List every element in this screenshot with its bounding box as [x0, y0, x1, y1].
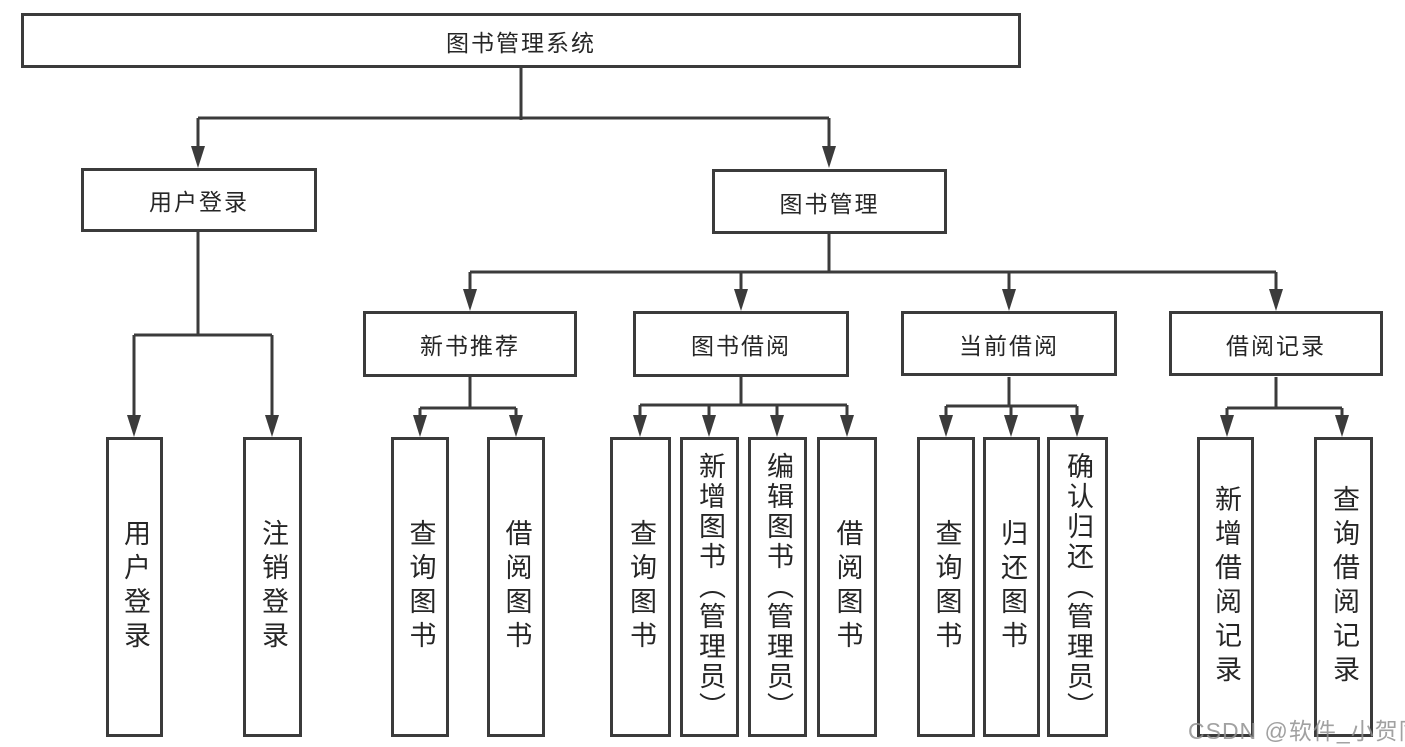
leaf-records-add-record: 新增借阅记录: [1197, 437, 1254, 737]
node-root: 图书管理系统: [21, 13, 1021, 68]
leaf-current-confirm-return-admin: 确认归还（管理员）: [1047, 437, 1108, 737]
leaf-newbook-borrow-books: 借阅图书: [487, 437, 545, 737]
leaf-current-query-books: 查询图书: [917, 437, 975, 737]
leaf-logout: 注销登录: [243, 437, 302, 737]
leaf-user-login: 用户登录: [106, 437, 163, 737]
leaf-newbook-query-books: 查询图书: [391, 437, 449, 737]
node-borrow-records: 借阅记录: [1169, 311, 1383, 376]
leaf-borrow-borrow-books: 借阅图书: [817, 437, 877, 737]
node-user-login: 用户登录: [81, 168, 317, 232]
leaf-borrow-add-books-admin: 新增图书（管理员）: [680, 437, 739, 737]
leaf-records-query-record: 查询借阅记录: [1314, 437, 1373, 737]
node-book-management: 图书管理: [712, 169, 947, 234]
node-new-book-recommend: 新书推荐: [363, 311, 577, 377]
leaf-current-return-books: 归还图书: [983, 437, 1040, 737]
leaf-borrow-query-books: 查询图书: [610, 437, 671, 737]
leaf-borrow-edit-books-admin: 编辑图书（管理员）: [748, 437, 807, 737]
watermark: CSDN @软件_小贺同学: [1188, 718, 1405, 744]
node-book-borrow: 图书借阅: [633, 311, 849, 377]
node-current-borrow: 当前借阅: [901, 311, 1117, 376]
